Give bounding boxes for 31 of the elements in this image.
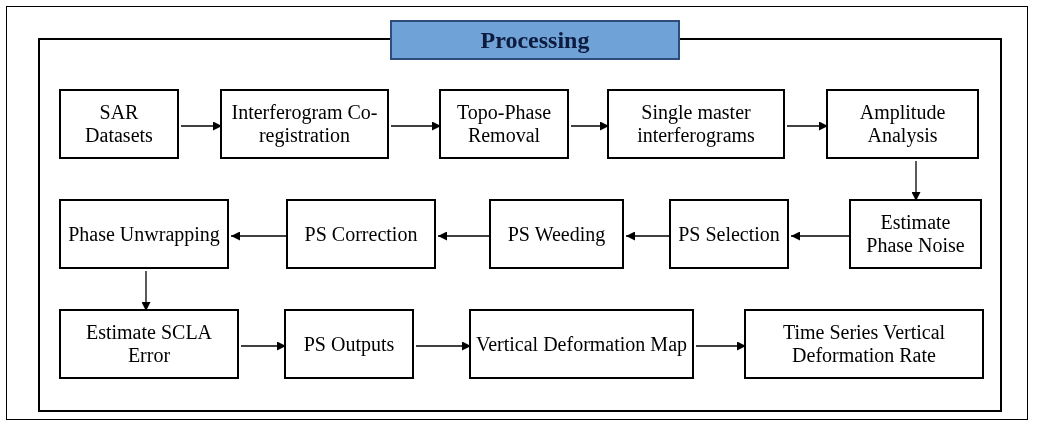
arrow [911,160,921,202]
process-box [826,89,979,159]
title-banner: Processing [390,20,680,60]
process-label: PS Outputs [302,332,396,356]
process-label: PS Selection [677,222,781,246]
process-label: Estimate SCLA Error [84,321,214,367]
process-box [220,89,389,159]
process-label: Amplitude Analysis [858,101,947,147]
process-label: PS Weeding [506,222,607,246]
process-box [469,309,694,379]
process-label: Topo-Phase Removal [455,101,553,147]
arrow [141,270,151,312]
process-box [59,309,239,379]
process-label: PS Correction [303,222,419,246]
process-box [669,199,789,269]
process-label: SAR Datasets [84,101,154,147]
process-label: Phase Unwrapping [67,222,221,246]
process-label: Vertical Deformation Map [474,332,688,356]
process-box [284,309,414,379]
process-label: Single master interferograms [636,101,756,147]
process-box [744,309,984,379]
process-box [286,199,436,269]
process-label: Time Series Vertical Deformation Rate [781,321,947,367]
process-box [59,199,229,269]
process-box [439,89,569,159]
process-box [59,89,179,159]
process-label: Estimate Phase Noise [865,211,966,257]
process-box [849,199,982,269]
process-label: Interferogram Co-registration [230,101,379,147]
process-box [607,89,785,159]
process-box [489,199,624,269]
